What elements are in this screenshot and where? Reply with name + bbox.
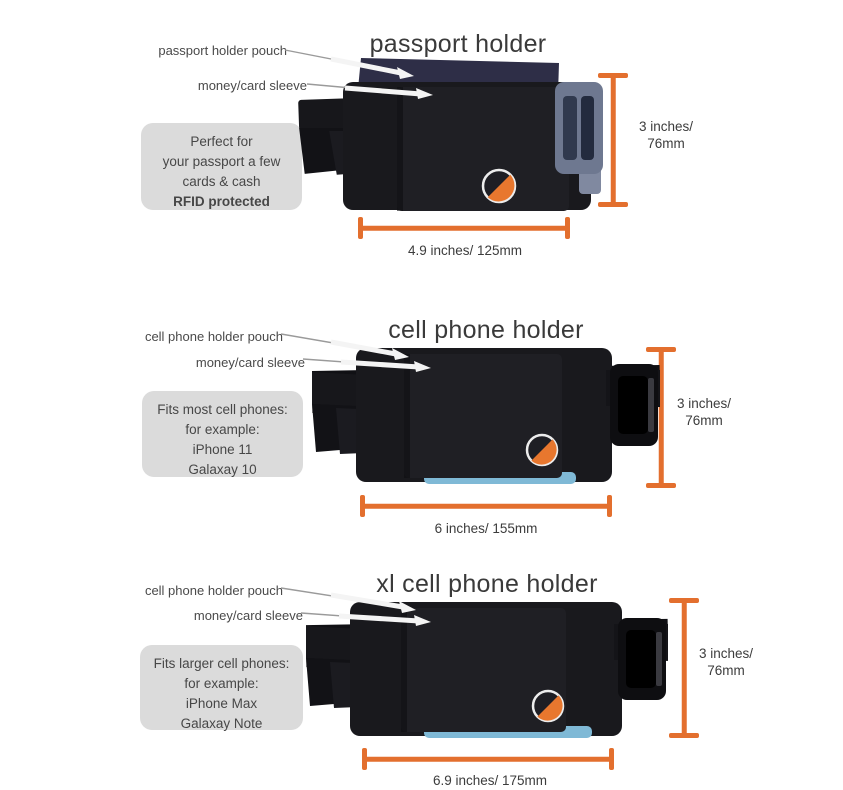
arrow-shaft	[340, 359, 420, 370]
width-dimension-label: 4.9 inches/ 125mm	[407, 243, 523, 258]
arrow-head-icon	[392, 348, 409, 360]
callout-arrows-xl-cell-phone	[281, 587, 431, 626]
money-card-sleeve-front	[401, 608, 566, 732]
arrow-shaft	[330, 592, 404, 610]
height-dimension-line	[669, 598, 699, 738]
info-line: iPhone 11	[192, 442, 253, 457]
height-dimension-label: 3 inches/ 76mm	[638, 119, 694, 151]
info-line: your passport a few	[162, 154, 281, 169]
info-line: Perfect for	[190, 134, 253, 149]
info-line: for example:	[184, 676, 259, 691]
arrow-head-icon	[399, 601, 416, 613]
arrow-shaft	[344, 85, 422, 97]
callout-money-card-sleeve-label: money/card sleeve	[197, 78, 307, 93]
arrow-shaft	[338, 613, 420, 624]
arrow-head-icon	[414, 361, 431, 372]
buckle	[614, 618, 668, 700]
arrow-head-icon	[414, 615, 431, 626]
cell-phone-holder-product-image	[312, 348, 660, 484]
sleeve-edge-shadow	[401, 608, 407, 732]
callout-cell-pouch-label: cell phone holder pouch	[144, 329, 283, 344]
height-dimension-line	[598, 73, 628, 207]
arrow-head-icon	[397, 67, 414, 79]
arrow-head-icon	[416, 88, 433, 99]
arrow-shaft	[330, 56, 402, 76]
callout-money-card-sleeve-label: money/card sleeve	[193, 608, 303, 623]
width-dimension-line	[362, 748, 614, 770]
callout-cell-pouch-label: cell phone holder pouch	[144, 583, 283, 598]
brand-logo-icon	[525, 433, 559, 467]
xl-cell-phone-holder-product-image	[306, 602, 668, 738]
height-dimension-label: 3 inches/ 76mm	[698, 646, 754, 678]
info-line: Fits most cell phones:	[157, 402, 288, 417]
brand-logo-icon	[531, 689, 565, 723]
info-line: Fits larger cell phones:	[153, 656, 290, 671]
info-box-passport: Perfect for your passport a few cards & …	[141, 123, 302, 210]
width-dimension-label: 6.9 inches/ 175mm	[432, 773, 548, 788]
callout-money-card-sleeve-label: money/card sleeve	[195, 355, 305, 370]
callout-arrows-passport	[284, 49, 433, 99]
callout-passport-pouch-label: passport holder pouch	[158, 43, 287, 58]
width-dimension-line	[360, 495, 612, 517]
money-card-sleeve-front	[404, 354, 562, 478]
section-title-cell-phone-holder: cell phone holder	[388, 316, 584, 344]
sleeve-edge-shadow	[404, 354, 410, 478]
buckle	[606, 364, 660, 446]
info-box-cell-phone: Fits most cell phones: for example: iPho…	[142, 391, 303, 477]
info-line: iPhone Max	[185, 696, 258, 711]
info-line: for example:	[185, 422, 260, 437]
section-title-xl-cell-phone-holder: xl cell phone holder	[376, 570, 598, 598]
info-line: Galaxay Note	[180, 716, 263, 731]
info-line: Galaxay 10	[188, 462, 257, 477]
buckle	[555, 82, 603, 194]
money-card-sleeve-front	[397, 87, 569, 211]
callout-arrows-cell-phone	[281, 333, 431, 372]
arrow-shaft	[330, 339, 397, 357]
section-title-passport-holder: passport holder	[369, 30, 547, 58]
width-dimension-line	[358, 217, 570, 239]
info-box-xl-cell-phone: Fits larger cell phones: for example: iP…	[140, 645, 303, 731]
info-line: cards & cash	[182, 174, 261, 189]
width-dimension-label: 6 inches/ 155mm	[434, 521, 538, 536]
sleeve-edge-shadow	[397, 87, 403, 211]
passport-holder-product-image	[298, 58, 603, 211]
brand-logo-icon	[481, 168, 517, 204]
height-dimension-line	[646, 347, 676, 488]
info-line-rfid: RFID protected	[173, 194, 270, 209]
height-dimension-label: 3 inches/ 76mm	[676, 396, 732, 428]
